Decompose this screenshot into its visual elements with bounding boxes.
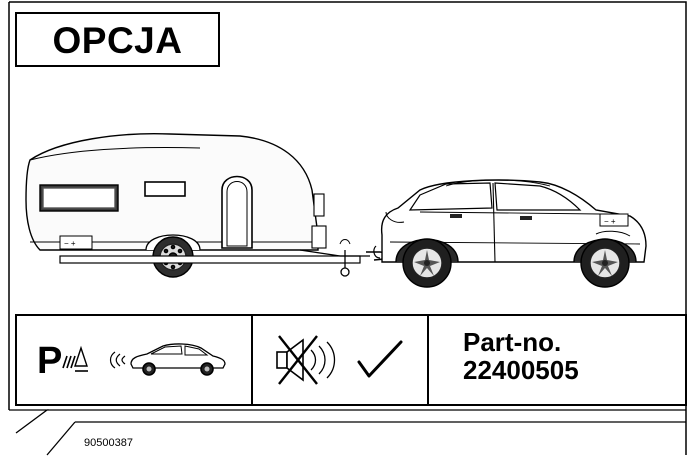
info-panel: P — [15, 314, 687, 406]
svg-text:− +: − + — [604, 217, 616, 226]
car-illustration: − + — [382, 180, 646, 287]
part-number-value: 22400505 — [463, 356, 579, 384]
document-id: 90500387 — [84, 437, 133, 449]
option-label: OPCJA — [17, 20, 218, 62]
speaker-muted-icon — [251, 316, 427, 404]
parking-sensor-cell: P — [17, 316, 253, 404]
parking-sensor-car-icon — [17, 316, 251, 404]
part-number-cell: Part-no. 22400505 — [427, 316, 685, 404]
mute-cell — [251, 316, 429, 404]
caravan-illustration: − + — [26, 134, 385, 277]
checkmark-icon — [359, 342, 401, 376]
svg-text:− +: − + — [64, 239, 76, 248]
part-number-label: Part-no. — [463, 328, 561, 356]
option-label-box: OPCJA — [15, 12, 220, 67]
